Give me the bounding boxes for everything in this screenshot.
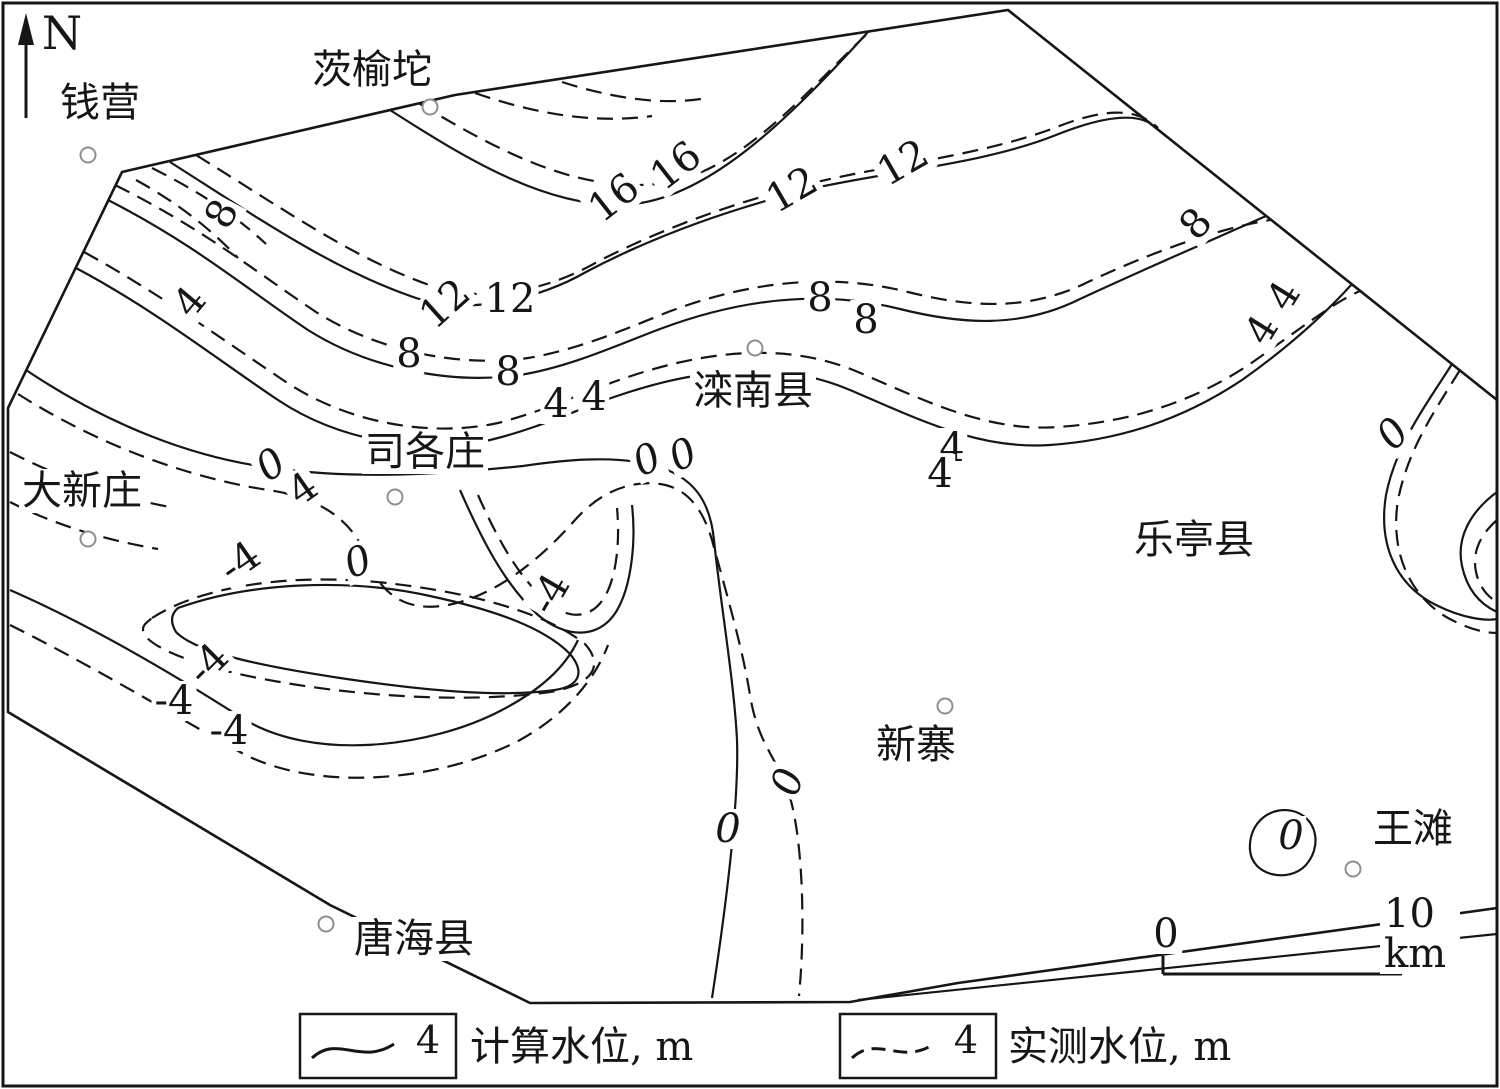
contour-value-label: -4 (206, 711, 252, 751)
place-marker-tanghai (317, 915, 335, 933)
legend-dashed-value: 4 (953, 1018, 979, 1062)
contour-8-solid (107, 199, 1267, 379)
contour-value-label: -4 (151, 681, 197, 721)
place-label-luannan: 滦南县 (690, 369, 816, 413)
contour-value-label: 0 (712, 809, 744, 849)
contour-nw-strand-1 (135, 179, 239, 259)
contour-minus4-outer-solid (9, 588, 579, 747)
place-marker-wangtan (1344, 860, 1362, 878)
contour-minus4-outer-dashed (9, 624, 610, 779)
contour-value-label: 0 (336, 536, 380, 588)
contour-value-label: 8 (850, 300, 882, 340)
legend-dashed-sample-line (850, 1042, 935, 1060)
contour-value-label: 8 (195, 190, 249, 238)
north-arrow (18, 13, 34, 118)
contour-top-strand-2 (561, 80, 708, 103)
contour-value-label: 12 (410, 269, 480, 339)
place-label-tanghai: 唐海县 (351, 917, 477, 961)
contour-value-label: 8 (1170, 198, 1222, 250)
contour-value-label: 4 (1235, 306, 1289, 354)
place-label-xinzhai: 新寨 (873, 723, 959, 767)
contour-west-strand-2 (9, 501, 159, 551)
contour-0-east-solid (1383, 363, 1498, 621)
legend (298, 1012, 998, 1080)
contour-value-label: 4 (1257, 272, 1311, 320)
place-marker-ciyutuo (421, 98, 439, 116)
contour-12-dashed (195, 111, 1159, 296)
contour-value-label: 8 (492, 352, 524, 392)
contour-top-strand-1 (474, 91, 653, 120)
contour-value-label: 4 (540, 384, 572, 424)
north-arrow-head (18, 13, 34, 45)
contour-4-dashed (83, 251, 1361, 430)
contour-value-label: 16 (641, 132, 711, 200)
contour-minus4-trough-solid (458, 489, 635, 634)
place-marker-qianying (79, 146, 97, 164)
contour-0-east-dashed (1395, 369, 1498, 635)
contour-value-label: -4 (520, 564, 580, 624)
scale-distance-label: 10 km (1380, 894, 1460, 974)
contour-8-dashed (114, 184, 1271, 362)
contour-value-label: 8 (804, 278, 836, 318)
contour-12-solid (169, 116, 1151, 307)
legend-solid-label: 计算水位, m (470, 1024, 694, 1070)
contour-value-label: 8 (393, 334, 425, 374)
contour-east-inner-dashed (1473, 519, 1498, 603)
place-label-wangtan: 王滩 (1370, 807, 1456, 851)
place-marker-daxinzhuang (79, 530, 97, 548)
contour-value-label: 4 (924, 454, 956, 494)
contour-value-label: 4 (578, 377, 610, 417)
contour-value-label: 16 (579, 164, 649, 232)
contour-value-label: 12 (757, 157, 827, 223)
legend-dashed-label: 实测水位, m (1008, 1024, 1232, 1070)
legend-solid-sample-line (310, 1042, 395, 1060)
contour-value-label: 0 (1275, 816, 1307, 856)
contour-value-label: 4 (278, 462, 328, 516)
contour-value-label: 12 (868, 130, 938, 196)
contour-minus4-trough-dashed (476, 494, 620, 616)
contour-value-label: 0 (1367, 408, 1419, 460)
contour-value-label: 4 (164, 277, 216, 327)
contour-east-inner-solid (1459, 491, 1498, 613)
legend-box-dashed (838, 1012, 998, 1080)
place-marker-luannan (746, 339, 764, 357)
contour-0-wangtan-solid (1248, 809, 1317, 877)
contour-value-label: -4 (210, 531, 270, 593)
place-label-daxinzhuang: 大新庄 (19, 469, 145, 513)
legend-solid-value: 4 (415, 1018, 441, 1062)
map-boundary (6, 8, 1499, 1005)
north-label: N (41, 6, 83, 60)
scale-zero-label: 0 (1149, 914, 1183, 954)
legend-box-solid (298, 1012, 458, 1080)
place-marker-xinzhai (936, 697, 954, 715)
place-marker-sigezhuang (386, 488, 404, 506)
contour-value-label: 0 (762, 760, 814, 804)
place-label-laoting: 乐亭县 (1131, 518, 1257, 562)
place-label-sigezhuang: 司各庄 (362, 430, 488, 474)
place-label-qianying: 钱营 (57, 81, 143, 125)
contour-value-label: 12 (481, 279, 539, 319)
place-label-ciyutuo: 茨榆坨 (309, 48, 435, 92)
